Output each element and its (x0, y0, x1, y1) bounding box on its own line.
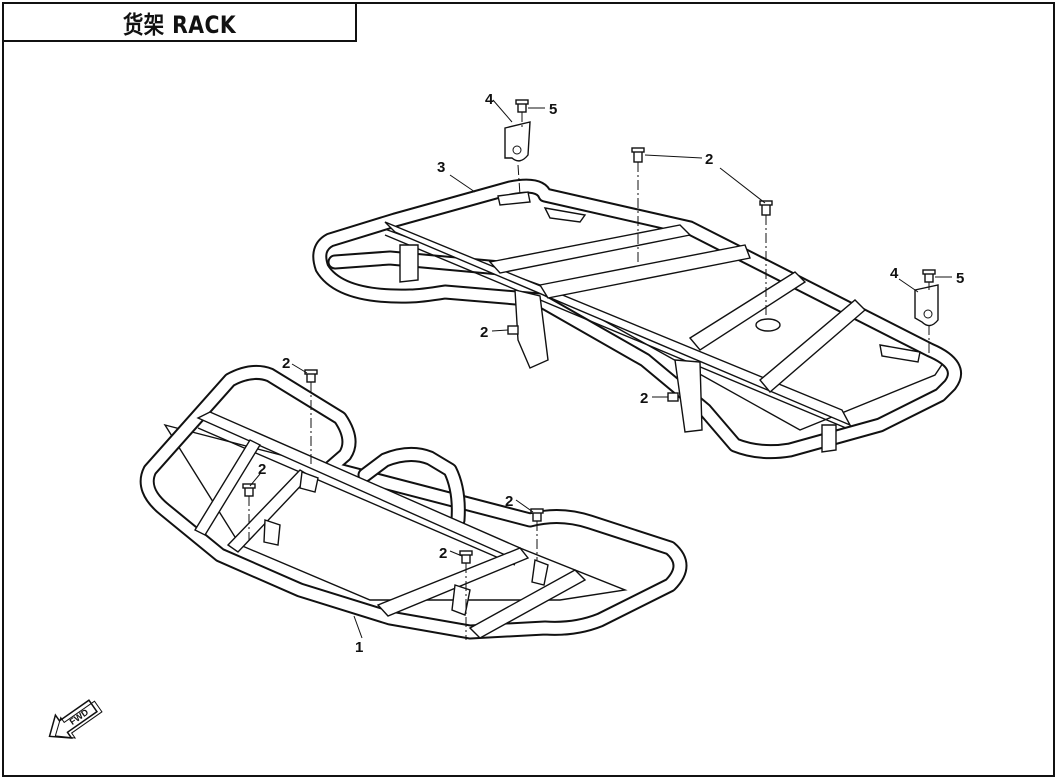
front-rack-part-1 (139, 364, 688, 640)
callout-labels: 1 2 2 2 2 2 2 2 2 3 4 4 5 5 (258, 91, 964, 656)
bracket-part-4-right (914, 284, 939, 327)
forward-direction-arrow: FWD (48, 699, 103, 739)
rear-rack-part-3 (312, 178, 962, 460)
callout-5: 5 (956, 270, 964, 287)
callout-2: 2 (705, 151, 713, 168)
callout-4: 4 (485, 91, 494, 108)
callout-2: 2 (640, 390, 648, 407)
callout-2: 2 (480, 324, 488, 341)
callout-2: 2 (439, 545, 447, 562)
bracket-part-4-top (504, 121, 531, 162)
callout-1: 1 (355, 639, 363, 656)
leader-lines (249, 99, 952, 639)
page-title: 货架 RACK (122, 10, 237, 39)
title-box: 货架 RACK (2, 2, 357, 42)
callout-3: 3 (437, 159, 445, 176)
callout-2: 2 (258, 461, 266, 478)
callout-5: 5 (549, 101, 557, 118)
callout-4: 4 (890, 265, 899, 282)
callout-2: 2 (505, 493, 513, 510)
assembly-centerlines (248, 112, 930, 640)
callout-2: 2 (282, 355, 290, 372)
